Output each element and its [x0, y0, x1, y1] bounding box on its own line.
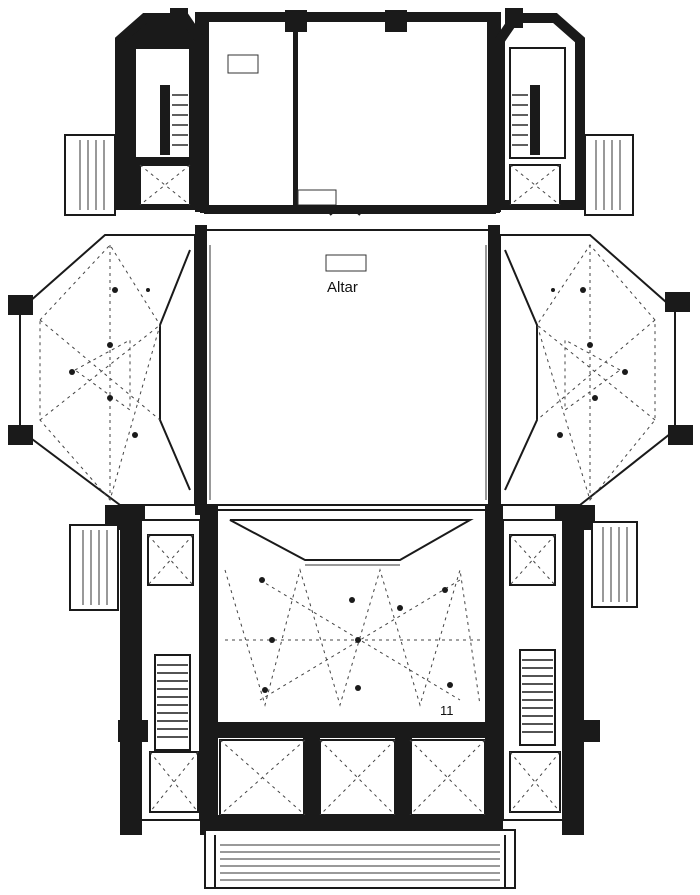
- northeast-porch-steps: [584, 134, 634, 216]
- narthex: [200, 722, 503, 830]
- southwest-stair-block: [118, 505, 201, 835]
- crossing-altar-space: Altar: [195, 225, 500, 515]
- entrance-steps: [204, 829, 516, 889]
- southwest-staircase: [154, 654, 191, 751]
- northeast-staircase: [512, 85, 540, 155]
- west-transept: [8, 234, 196, 530]
- altar-table: [325, 254, 367, 272]
- north-block: [195, 10, 501, 216]
- southeast-staircase: [519, 649, 556, 746]
- altar-label: Altar: [327, 279, 358, 296]
- nave: 11: [200, 505, 503, 835]
- east-transept: [499, 234, 693, 530]
- north-table: [227, 54, 259, 74]
- southwest-side-steps: [69, 524, 119, 611]
- northwest-tower: [115, 8, 205, 210]
- northwest-staircase: [160, 85, 188, 155]
- northwest-porch-steps: [64, 134, 116, 216]
- northeast-tower: [495, 8, 585, 210]
- southeast-side-steps: [591, 521, 638, 608]
- southeast-stair-block: [502, 505, 600, 835]
- marker-number: 11: [440, 703, 454, 718]
